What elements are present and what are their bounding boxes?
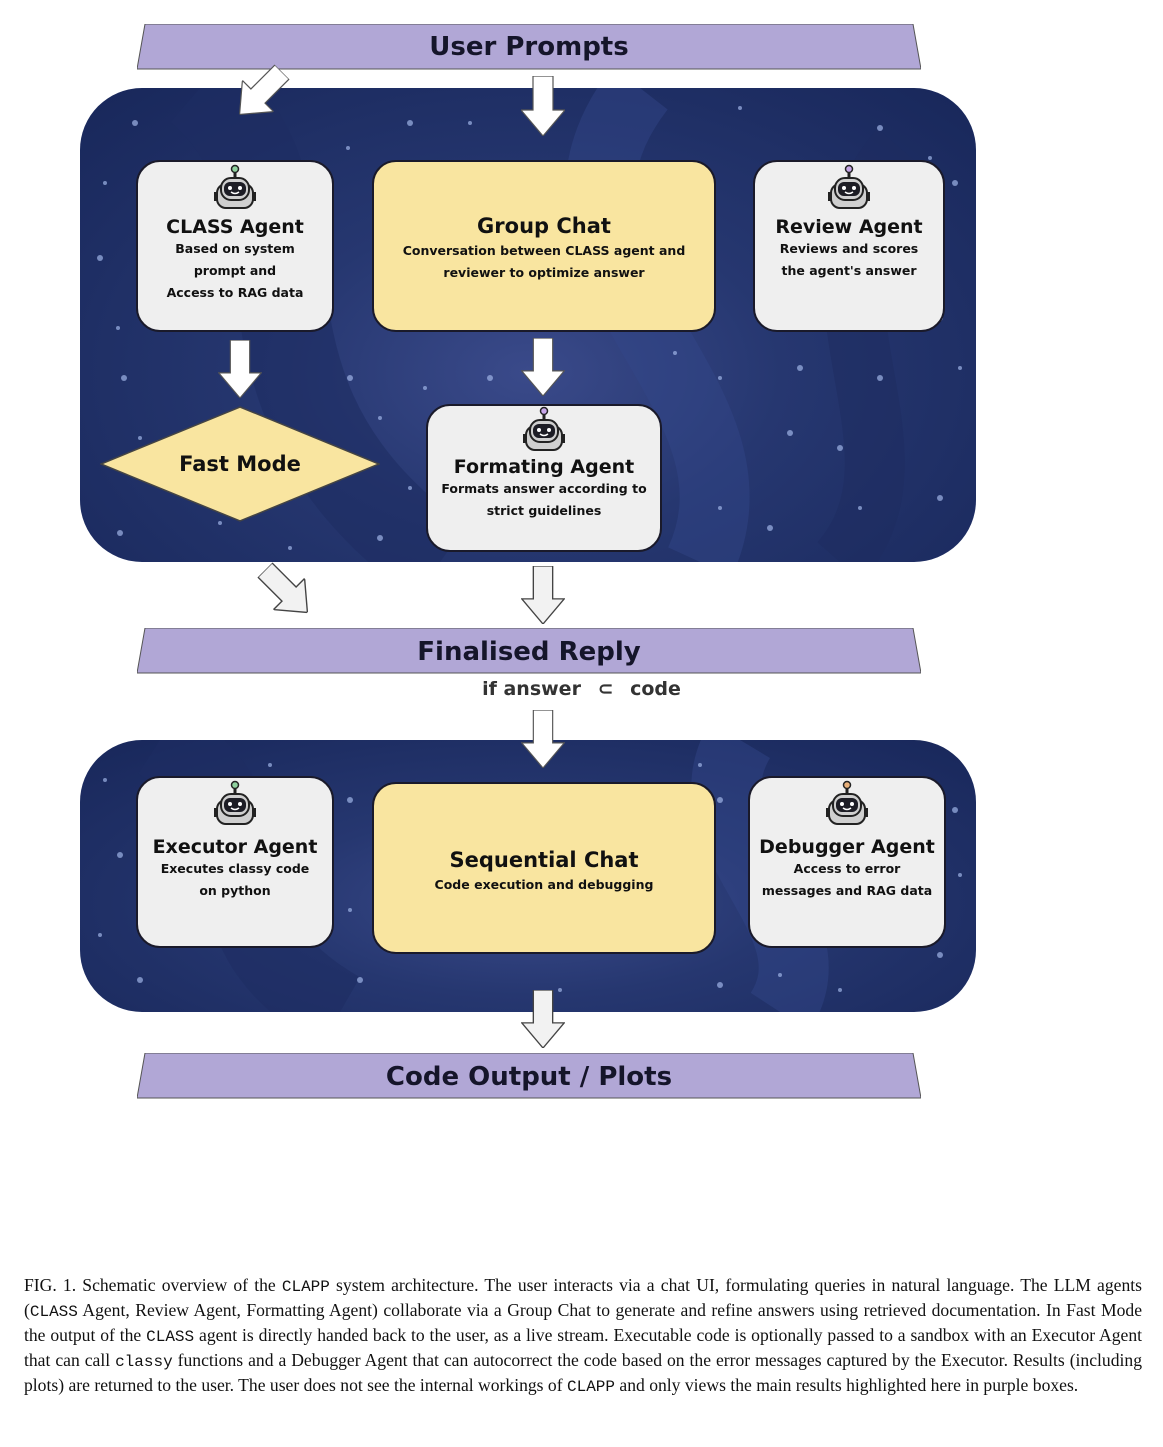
code-output-label: Code Output / Plots [385, 1062, 673, 1092]
debugger-agent-title: Debugger Agent [759, 836, 935, 858]
formatting-agent-title: Formating Agent [453, 456, 635, 478]
arrow-to-fast-mode [218, 340, 262, 398]
code-output-banner: Code Output / Plots [137, 1053, 921, 1099]
code-condition: if answer ⊂ code [0, 678, 1163, 700]
finalised-reply-label: Finalised Reply [417, 637, 641, 667]
formatting-agent-desc: Formats answer according to strict guide… [441, 481, 647, 518]
fast-mode-diamond: Fast Mode [100, 406, 380, 522]
group-chat-desc: Conversation between CLASS agent and rev… [402, 243, 686, 280]
sequential-chat-desc: Code execution and debugging [434, 877, 654, 892]
condition-prefix: if answer [482, 678, 581, 700]
sequential-chat-title: Sequential Chat [449, 848, 639, 872]
caption-code: CLASS [29, 1303, 78, 1321]
group-chat-card: Group Chat Conversation between CLASS ag… [372, 160, 716, 332]
caption-text: functions and a Debugger Agent that can … [24, 1350, 1143, 1395]
diamond-shape [100, 406, 380, 522]
condition-suffix: code [630, 678, 681, 700]
debugger-agent-card: Debugger Agent Access to error messages … [748, 776, 946, 948]
arrow-fast-to-reply [249, 554, 323, 628]
executor-agent-desc: Executes classy code on python [160, 861, 310, 898]
user-prompts-banner: User Prompts [137, 24, 921, 70]
arrow-to-formatting-agent [521, 338, 565, 396]
caption-code: CLASS [146, 1328, 195, 1346]
review-agent-title: Review Agent [775, 216, 923, 238]
executor-agent-title: Executor Agent [152, 836, 318, 858]
banner-shape [137, 24, 921, 70]
group-chat-title: Group Chat [477, 214, 611, 238]
robot-icon [214, 164, 256, 209]
caption-code: CLAPP [281, 1278, 330, 1296]
caption-text: and only views the main results highligh… [615, 1375, 1079, 1395]
robot-icon [214, 780, 256, 825]
robot-icon [828, 164, 870, 209]
caption-code: classy [115, 1353, 173, 1371]
arrow-to-group-chat [521, 76, 565, 136]
banner-shape [137, 628, 921, 674]
caption-text: agent is directly handed back to the use… [24, 1325, 1143, 1370]
finalised-reply-banner: Finalised Reply [137, 628, 921, 674]
fast-mode-label: Fast Mode [179, 452, 301, 476]
review-agent-desc: Reviews and scores the agent's answer [779, 241, 919, 278]
caption-text: system architecture. The user interacts … [24, 1275, 1142, 1320]
class-agent-title: CLASS Agent [166, 216, 304, 238]
arrow-to-code-output [521, 990, 565, 1048]
class-agent-desc: Based on system prompt and Access to RAG… [166, 241, 304, 300]
executor-agent-card: Executor Agent Executes classy code on p… [136, 776, 334, 948]
banner-shape [137, 1053, 921, 1099]
review-agent-card: Review Agent Reviews and scores the agen… [753, 160, 945, 332]
debugger-agent-desc: Access to error messages and RAG data [761, 861, 933, 898]
arrow-to-class-agent [224, 56, 298, 130]
arrow-to-finalised-reply [521, 566, 565, 624]
subset-symbol: ⊂ [597, 678, 614, 700]
class-agent-card: CLASS Agent Based on system prompt and A… [136, 160, 334, 332]
figure-caption: FIG. 1. Schematic overview of the CLAPP … [24, 1274, 1142, 1399]
user-prompts-label: User Prompts [429, 32, 629, 62]
robot-icon [826, 780, 868, 825]
sequential-chat-card: Sequential Chat Code execution and debug… [372, 782, 716, 954]
caption-code: CLAPP [566, 1378, 615, 1396]
arrow-to-sequential-chat [521, 710, 565, 768]
robot-icon [523, 406, 565, 451]
formatting-agent-card: Formating Agent Formats answer according… [426, 404, 662, 552]
caption-text: Agent, Review Agent, Formatting Agent) c… [24, 1300, 1142, 1345]
caption-text: FIG. 1. Schematic overview of the [24, 1275, 282, 1295]
